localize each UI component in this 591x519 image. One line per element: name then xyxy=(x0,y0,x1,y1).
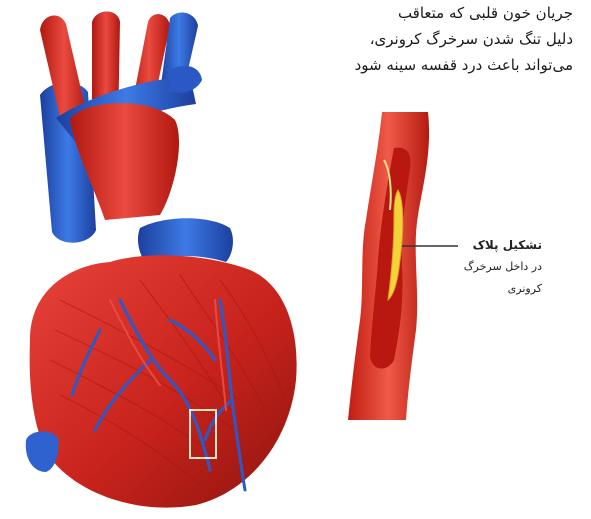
pulmonary-trunk xyxy=(138,218,233,262)
plaque-label-line-1: تشکیل پلاک xyxy=(432,234,542,256)
heart xyxy=(26,12,297,508)
plaque-label: تشکیل پلاک در داخل سرخرگ کرونری xyxy=(432,234,542,300)
caption-line-2: دلیل تنگ شدن سرخرگ کرونری، xyxy=(273,26,573,52)
caption-line-3: می‌تواند باعث درد قفسه سینه شود xyxy=(273,52,573,78)
pulmonary-vein-right xyxy=(168,66,202,93)
inferior-vena-cava xyxy=(26,431,59,472)
caption-text: جریان خون قلبی که متعاقب دلیل تنگ شدن سر… xyxy=(273,0,573,78)
plaque-label-line-3: کرونری xyxy=(432,278,542,300)
caption-line-1: جریان خون قلبی که متعاقب xyxy=(273,0,573,26)
heart-body xyxy=(30,255,297,507)
plaque-label-line-2: در داخل سرخرگ xyxy=(432,256,542,278)
